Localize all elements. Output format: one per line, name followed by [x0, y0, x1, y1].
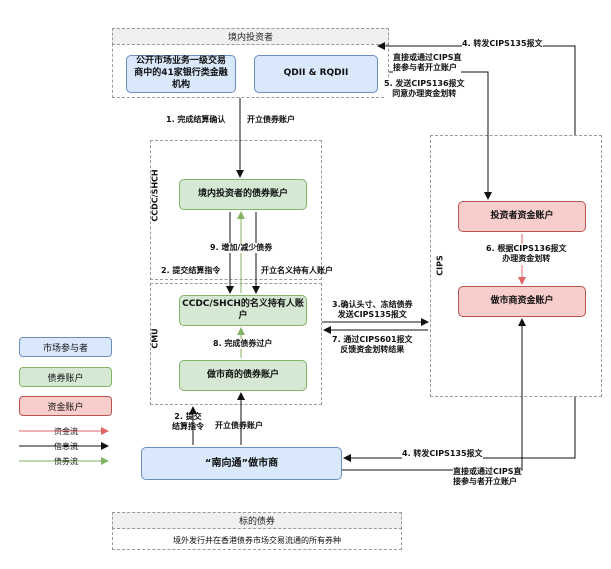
label-step2-top: 2. 提交结算指令: [161, 266, 221, 275]
market-maker-bond-account-box: 做市商的债券账户: [179, 360, 307, 391]
label-step4-top: 4. 转发CIPS135报文: [462, 39, 543, 50]
label-open-bond-bottom: 开立债券账户: [215, 421, 263, 430]
label-step4-bottom: 4. 转发CIPS135报文: [402, 449, 483, 460]
legend-bond-account: 债券账户: [19, 367, 112, 387]
label-direct-open-top: 直接或通过CIPS直接参与者开立账户: [393, 53, 462, 74]
label-direct-open-bottom: 直接或通过CIPS直接参与者开立账户: [453, 467, 522, 488]
market-maker-fund-account-box: 做市商资金账户: [458, 286, 586, 317]
label-step5: 5. 发送CIPS136报文同意办理资金划转: [384, 79, 465, 100]
domestic-investors-title: 境内投资者: [112, 28, 389, 45]
nominee-account-box: CCDC/SHCH的名义持有人账户: [179, 295, 307, 326]
bank-institutions-box: 公开市场业务一级交易商中的41家银行类金融机构: [126, 55, 236, 93]
investor-fund-account-box: 投资者资金账户: [458, 201, 586, 232]
label-step2-bottom: 2. 提交结算指令: [172, 412, 204, 432]
label-open-nominee: 开立名义持有人账户: [261, 266, 333, 275]
cips-frame: [430, 135, 602, 397]
market-maker-box: “南向通”做市商: [141, 447, 342, 480]
label-step6: 6. 根据CIPS136报文办理资金划转: [486, 244, 567, 265]
label-open-bond-top: 开立债券账户: [247, 115, 295, 124]
label-step3: 3.确认头寸、冻结债券发送CIPS135报文: [332, 300, 413, 320]
investor-bond-account-box: 境内投资者的债券账户: [179, 179, 307, 210]
ccdc-shch-frame: [150, 140, 322, 280]
label-step8: 8. 完成债券过户: [213, 339, 273, 350]
target-bonds-title: 标的债券: [112, 512, 402, 529]
legend-participant: 市场参与者: [19, 337, 112, 357]
arrow-direct-open-bottom: [342, 318, 526, 471]
label-step7: 7. 通过CIPS601报文反馈资金划转结果: [332, 335, 413, 355]
label-step1: 1. 完成结算确认: [166, 115, 226, 124]
label-step9: 9. 增加/减少债券: [210, 243, 273, 254]
qdii-box: QDII & RQDII: [254, 55, 378, 93]
cmu-frame: [150, 283, 322, 405]
target-bonds-desc: 境外发行并在香港债券市场交易流通的所有券种: [173, 535, 341, 545]
legend-fund-account: 资金账户: [19, 396, 112, 416]
arrow-step4-top: [377, 42, 576, 135]
